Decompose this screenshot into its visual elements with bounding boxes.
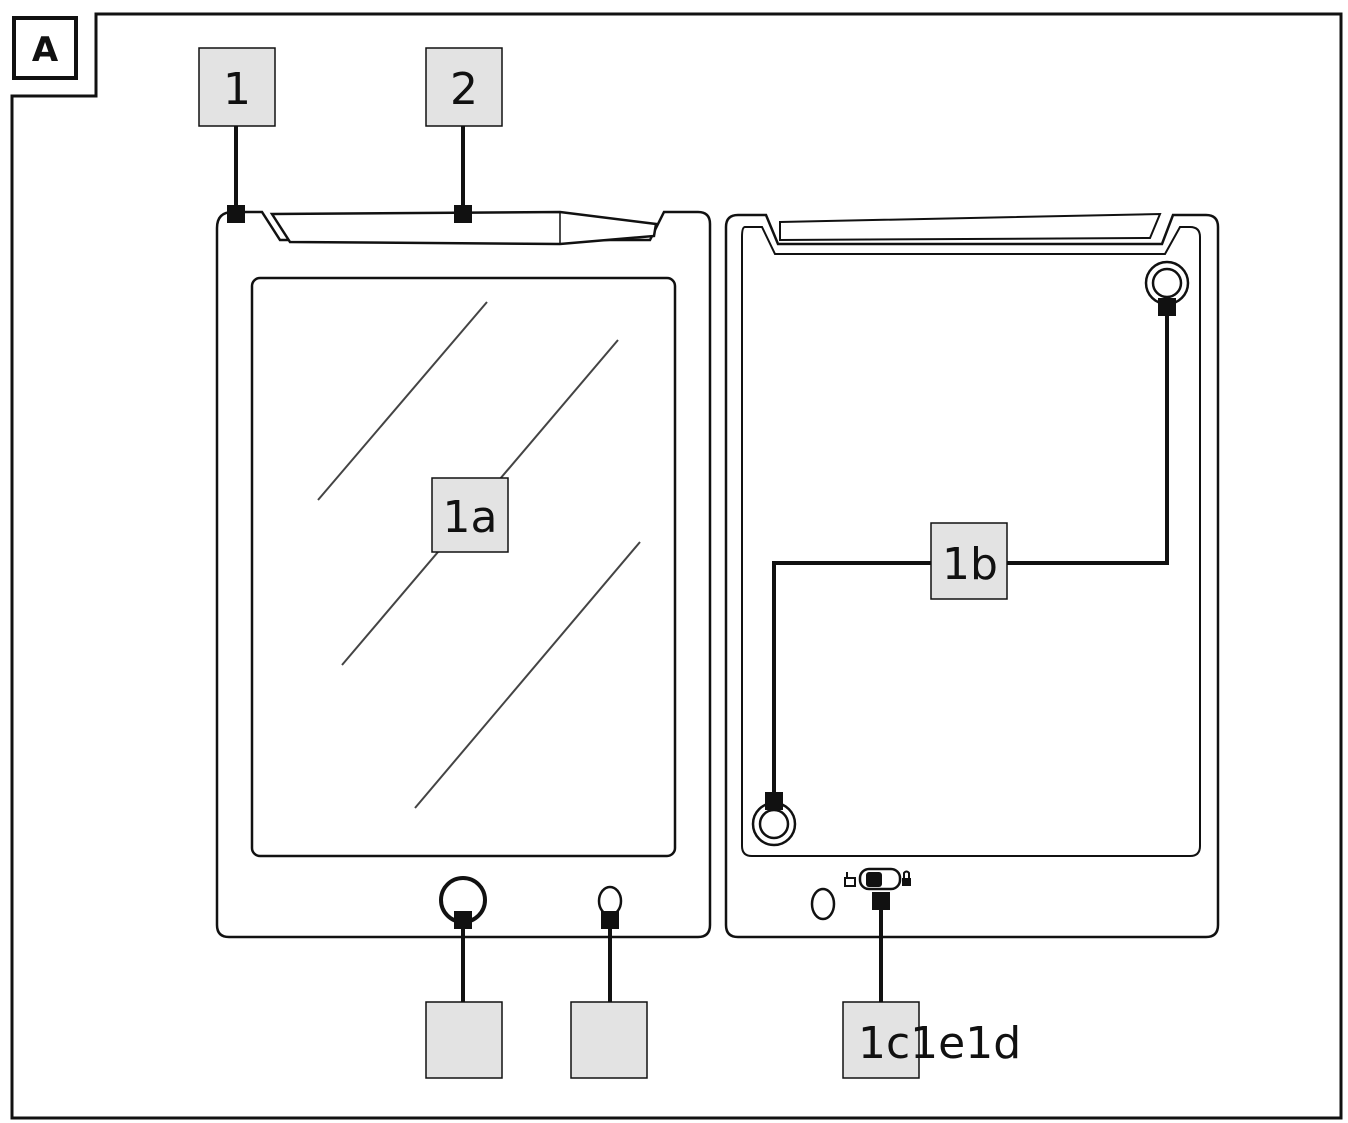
- indicator-light: [597, 885, 623, 917]
- magnet-top-right: [1144, 260, 1190, 306]
- svg-text:1c1e1d: 1c1e1d: [858, 1018, 1021, 1069]
- pen-slot-back: [779, 212, 1162, 242]
- lock-icon: [902, 870, 911, 886]
- svg-text:2: 2: [450, 64, 478, 115]
- callout-erase-button: [425, 1001, 503, 1079]
- figure-label: A: [12, 16, 78, 80]
- callout-frame: 1: [198, 47, 276, 127]
- leader-endpoints: [227, 205, 1176, 929]
- callout-screen: 1a: [431, 477, 509, 553]
- lock-switch: [844, 867, 911, 891]
- callout-lock-switch: 1c1e1d: [842, 1001, 1021, 1079]
- callout-indicator: [570, 1001, 648, 1079]
- figure-label-text: A: [32, 30, 59, 70]
- unlock-icon: [844, 872, 856, 887]
- tablet-front: [215, 210, 712, 939]
- callout-magnets: 1b: [930, 522, 1008, 600]
- svg-text:1a: 1a: [443, 492, 498, 543]
- outer-frame: [10, 12, 1343, 1120]
- leader-lines: [234, 126, 1169, 1002]
- writing-screen: [250, 276, 677, 858]
- svg-text:1b: 1b: [942, 539, 998, 590]
- back-oval-opening: [810, 887, 836, 921]
- callout-pen: 2: [425, 47, 503, 127]
- magnet-bottom-left: [751, 801, 797, 847]
- svg-text:1: 1: [223, 64, 251, 115]
